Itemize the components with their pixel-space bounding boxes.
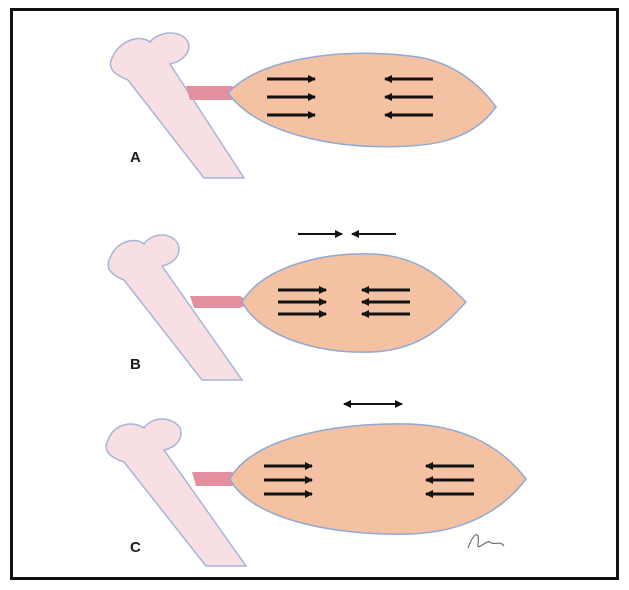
panel-label-b: B — [130, 356, 141, 373]
signature-mark-icon — [468, 535, 504, 548]
panel-label-a: A — [130, 149, 141, 166]
panel-c: C — [106, 404, 526, 566]
panel-b: B — [108, 234, 466, 380]
bone-c — [106, 419, 246, 566]
muscle-a — [228, 53, 496, 146]
muscle-b — [242, 254, 466, 352]
panel-label-c: C — [130, 539, 141, 556]
panel-a: A — [110, 33, 496, 178]
tendon-b — [190, 296, 248, 308]
